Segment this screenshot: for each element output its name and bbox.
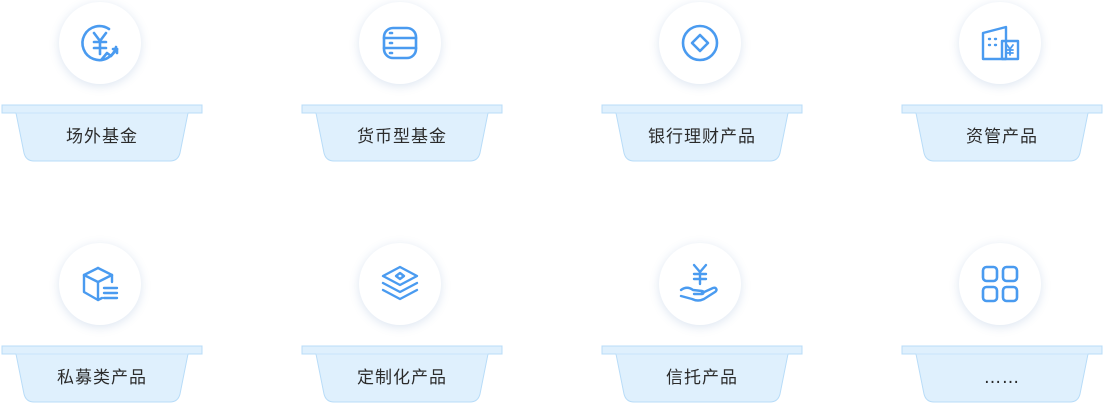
product-item-trust[interactable]: 信托产品 [600, 243, 804, 403]
yen-cycle-icon [81, 24, 119, 62]
product-item-private-fund[interactable]: 私募类产品 [0, 243, 204, 403]
product-item-more[interactable]: …… [900, 243, 1104, 403]
product-label: 货币型基金 [357, 127, 447, 147]
label-tray [0, 344, 204, 404]
product-item-otc-fund[interactable]: 场外基金 [0, 2, 204, 162]
label-tray [0, 103, 204, 163]
coin-icon [681, 24, 719, 62]
hand-yen-icon [679, 263, 718, 302]
icon-circle [59, 243, 141, 325]
building-yen-icon [981, 25, 1020, 61]
product-label: 场外基金 [66, 127, 138, 147]
label-tray [900, 344, 1104, 404]
product-item-asset-management[interactable]: 资管产品 [900, 2, 1104, 162]
icon-circle [959, 243, 1041, 325]
icon-circle [59, 2, 141, 84]
product-label: 私募类产品 [57, 368, 147, 388]
layers-icon [381, 265, 419, 301]
product-label: 资管产品 [966, 127, 1038, 147]
label-tray [900, 103, 1104, 163]
icon-circle [659, 2, 741, 84]
icon-circle [359, 243, 441, 325]
grid-icon [981, 265, 1019, 303]
product-label: …… [984, 368, 1020, 388]
icon-circle [659, 243, 741, 325]
label-tray [600, 103, 804, 163]
product-item-money-fund[interactable]: 货币型基金 [300, 2, 504, 162]
database-icon [382, 26, 418, 60]
product-item-customized[interactable]: 定制化产品 [300, 243, 504, 403]
product-label: 信托产品 [666, 368, 738, 388]
product-label: 银行理财产品 [648, 127, 756, 147]
label-tray [600, 344, 804, 404]
product-item-bank-wealth[interactable]: 银行理财产品 [600, 2, 804, 162]
icon-circle [359, 2, 441, 84]
label-tray [300, 103, 504, 163]
label-tray [300, 344, 504, 404]
icon-circle [959, 2, 1041, 84]
product-label: 定制化产品 [357, 368, 447, 388]
box-list-icon [82, 266, 119, 302]
